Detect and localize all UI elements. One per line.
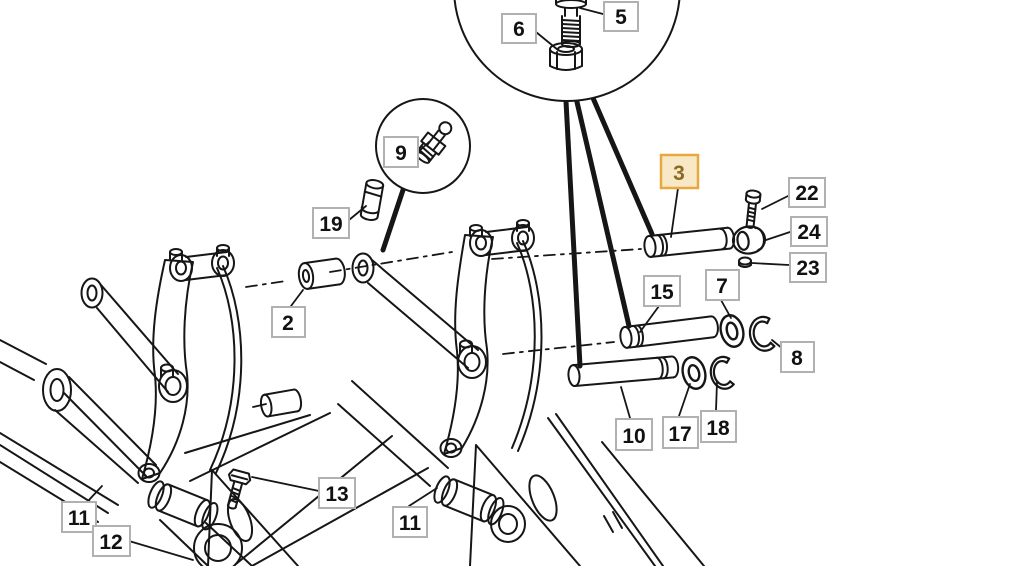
bolt-part-22 bbox=[744, 189, 762, 229]
part-label-18[interactable]: 18 bbox=[700, 410, 737, 443]
part-label-9[interactable]: 9 bbox=[383, 136, 419, 168]
svg-text:2: 2 bbox=[282, 312, 294, 335]
bush-part-2 bbox=[297, 257, 346, 290]
svg-text:3: 3 bbox=[673, 162, 685, 185]
part-label-17[interactable]: 17 bbox=[662, 416, 699, 449]
pin-part-10 bbox=[567, 355, 680, 388]
nut-part-23 bbox=[738, 256, 752, 268]
washer-part-7 bbox=[719, 314, 745, 348]
svg-text:22: 22 bbox=[795, 182, 818, 205]
part-label-11-left[interactable]: 11 bbox=[61, 501, 97, 533]
svg-text:5: 5 bbox=[615, 6, 627, 29]
svg-text:12: 12 bbox=[99, 531, 122, 554]
center-axis-lines bbox=[245, 248, 642, 355]
left-linkage-assembly bbox=[80, 244, 243, 483]
part-label-22[interactable]: 22 bbox=[788, 177, 826, 208]
svg-text:8: 8 bbox=[791, 347, 803, 370]
detail-bubble-bolt bbox=[453, 0, 681, 102]
pin-stub-leader bbox=[252, 403, 267, 408]
svg-text:23: 23 bbox=[796, 257, 819, 280]
pin-part-3 bbox=[643, 226, 736, 258]
bolt-part-13 bbox=[226, 468, 252, 510]
keeper-plate-part-24 bbox=[731, 225, 767, 255]
part-label-15[interactable]: 15 bbox=[643, 275, 681, 307]
pin-part-15 bbox=[619, 315, 719, 349]
part-label-19[interactable]: 19 bbox=[312, 207, 350, 239]
part-label-10[interactable]: 10 bbox=[615, 418, 653, 451]
svg-text:18: 18 bbox=[706, 417, 730, 440]
part-label-2[interactable]: 2 bbox=[271, 306, 306, 338]
part-label-11-right[interactable]: 11 bbox=[392, 506, 428, 538]
svg-text:24: 24 bbox=[797, 221, 821, 244]
svg-text:19: 19 bbox=[319, 213, 342, 236]
bush-part-19 bbox=[359, 179, 385, 221]
circlip-part-8 bbox=[748, 315, 776, 352]
part-label-24[interactable]: 24 bbox=[790, 216, 828, 247]
part-label-23[interactable]: 23 bbox=[789, 252, 827, 283]
svg-text:6: 6 bbox=[513, 18, 525, 41]
part-label-6[interactable]: 6 bbox=[501, 13, 537, 44]
left-lift-arm-beams bbox=[0, 339, 429, 566]
washer-part-17 bbox=[681, 356, 707, 390]
svg-text:10: 10 bbox=[622, 425, 645, 448]
right-linkage-assembly bbox=[337, 219, 705, 566]
svg-text:9: 9 bbox=[395, 142, 407, 165]
callout-lines bbox=[380, 95, 655, 369]
right-arm-bushing bbox=[433, 475, 505, 526]
svg-text:17: 17 bbox=[668, 423, 691, 446]
svg-text:11: 11 bbox=[68, 507, 91, 530]
detail-bubble-grease-nipple bbox=[375, 98, 471, 194]
part-label-3-highlighted[interactable]: 3 bbox=[659, 153, 700, 190]
part-label-13[interactable]: 13 bbox=[318, 477, 356, 509]
leader-lines bbox=[87, 7, 791, 561]
svg-text:13: 13 bbox=[325, 483, 348, 506]
part-label-5[interactable]: 5 bbox=[603, 1, 639, 32]
bottom-left-bracket bbox=[193, 469, 299, 566]
pin-end-stub bbox=[259, 388, 303, 418]
bolt-part-5 bbox=[555, 0, 587, 48]
grease-fitting-part-9 bbox=[414, 121, 453, 164]
part-label-7[interactable]: 7 bbox=[705, 269, 740, 301]
part-label-12[interactable]: 12 bbox=[92, 525, 131, 557]
left-arm-bushing bbox=[147, 480, 219, 531]
part-label-8[interactable]: 8 bbox=[780, 341, 815, 373]
circlip-part-18 bbox=[709, 355, 735, 390]
bottom-right-bracket bbox=[469, 444, 581, 566]
svg-text:7: 7 bbox=[716, 275, 728, 298]
svg-text:11: 11 bbox=[399, 512, 422, 535]
svg-text:15: 15 bbox=[650, 281, 674, 304]
